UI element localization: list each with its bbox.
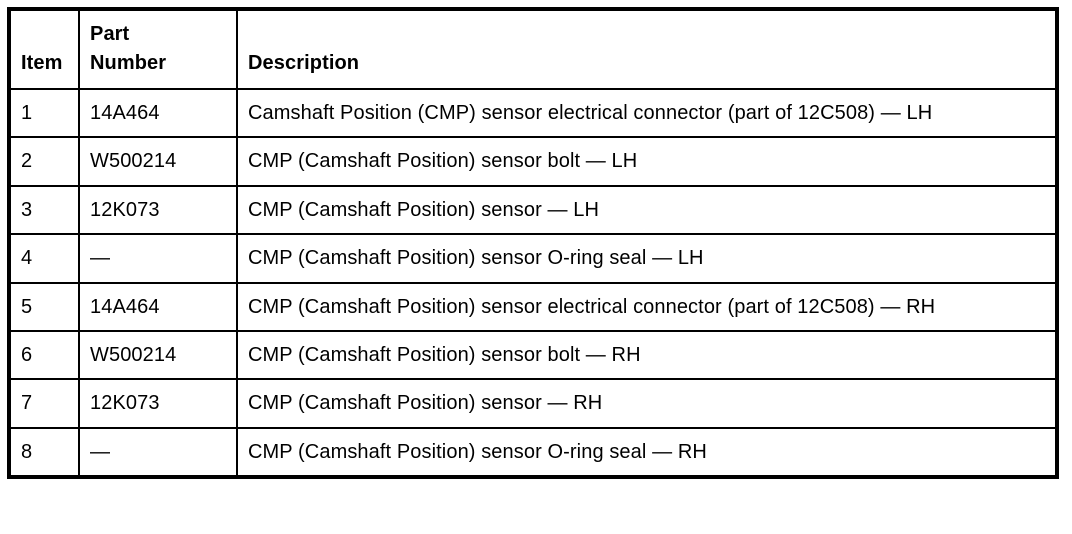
item-value: 2 — [21, 150, 33, 173]
item-value: 5 — [21, 295, 33, 318]
table-row: 1 14A464 Camshaft Position (CMP) sensor … — [9, 89, 1057, 139]
cell-item: 7 — [9, 379, 80, 429]
table-row: 3 12K073 CMP (Camshaft Position) sensor … — [9, 185, 1057, 236]
table-body: 1 14A464 Camshaft Position (CMP) sensor … — [9, 89, 1057, 478]
part-number-value: 14A464 — [90, 295, 160, 318]
cell-part-number: 12K073 — [79, 379, 238, 429]
part-number-value: — — [90, 440, 111, 463]
item-value: 3 — [21, 198, 33, 221]
cell-part-number: — — [79, 427, 238, 478]
description-value: Camshaft Position (CMP) sensor electrica… — [248, 102, 933, 124]
item-value: 1 — [21, 102, 33, 124]
column-header-item: Item — [9, 9, 80, 90]
cell-item: 3 — [9, 185, 80, 236]
cell-description: CMP (Camshaft Position) sensor O-ring se… — [237, 428, 1057, 477]
description-value: CMP (Camshaft Position) sensor — RH — [248, 392, 603, 415]
cell-item: 2 — [9, 137, 80, 187]
cell-part-number: 14A464 — [79, 89, 238, 139]
cell-description: CMP (Camshaft Position) sensor bolt — RH — [237, 330, 1057, 381]
cell-part-number: 12K073 — [79, 185, 238, 236]
table-row: 8 — CMP (Camshaft Position) sensor O-rin… — [9, 427, 1057, 478]
cell-description: CMP (Camshaft Position) sensor O-ring se… — [237, 234, 1057, 284]
description-value: CMP (Camshaft Position) sensor O-ring se… — [248, 247, 704, 270]
table-row: 7 12K073 CMP (Camshaft Position) sensor … — [9, 379, 1057, 429]
description-value: CMP (Camshaft Position) sensor bolt — LH — [248, 150, 638, 173]
item-value: 4 — [21, 247, 33, 270]
cell-description: Camshaft Position (CMP) sensor electrica… — [237, 89, 1057, 139]
part-number-value: — — [90, 247, 111, 270]
item-value: 6 — [21, 343, 33, 366]
column-header-description-line-1: Description — [248, 51, 360, 74]
part-number-value: 12K073 — [90, 198, 160, 221]
cell-part-number: 14A464 — [79, 282, 238, 332]
cell-item: 4 — [9, 234, 80, 284]
cell-item: 1 — [9, 89, 80, 139]
part-number-value: W500214 — [90, 150, 177, 173]
table-header: Item Part Number Description — [9, 9, 1057, 90]
cell-description: CMP (Camshaft Position) sensor electrica… — [237, 282, 1057, 332]
cell-item: 8 — [9, 427, 80, 478]
column-header-part-number: Part Number — [79, 9, 238, 90]
part-number-value: 12K073 — [90, 392, 160, 415]
cell-part-number: W500214 — [79, 137, 238, 187]
cell-part-number: W500214 — [79, 330, 238, 381]
description-value: CMP (Camshaft Position) sensor bolt — RH — [248, 343, 641, 366]
cell-item: 5 — [9, 282, 80, 332]
cell-part-number: — — [79, 234, 238, 284]
item-value: 8 — [21, 440, 33, 463]
column-header-part-number-line-1: Part — [90, 23, 130, 46]
column-header-item-line-1: Item — [21, 51, 63, 74]
cell-description: CMP (Camshaft Position) sensor — LH — [237, 185, 1057, 236]
table-row: 5 14A464 CMP (Camshaft Position) sensor … — [9, 282, 1057, 332]
column-header-part-number-line-2: Number — [90, 51, 167, 74]
part-number-value: W500214 — [90, 343, 177, 366]
description-value: CMP (Camshaft Position) sensor — LH — [248, 198, 600, 221]
column-header-description: Description — [237, 9, 1057, 90]
parts-table: Item Part Number Description — [7, 7, 1059, 480]
cell-description: CMP (Camshaft Position) sensor bolt — LH — [237, 137, 1057, 187]
description-value: CMP (Camshaft Position) sensor electrica… — [248, 295, 936, 318]
cell-description: CMP (Camshaft Position) sensor — RH — [237, 379, 1057, 429]
cell-item: 6 — [9, 330, 80, 381]
table-row: 6 W500214 CMP (Camshaft Position) sensor… — [9, 330, 1057, 381]
table-header-row: Item Part Number Description — [9, 9, 1057, 90]
part-number-value: 14A464 — [90, 102, 160, 124]
table-row: 4 — CMP (Camshaft Position) sensor O-rin… — [9, 234, 1057, 284]
description-value: CMP (Camshaft Position) sensor O-ring se… — [248, 440, 707, 463]
table-row: 2 W500214 CMP (Camshaft Position) sensor… — [9, 137, 1057, 187]
item-value: 7 — [21, 392, 33, 415]
